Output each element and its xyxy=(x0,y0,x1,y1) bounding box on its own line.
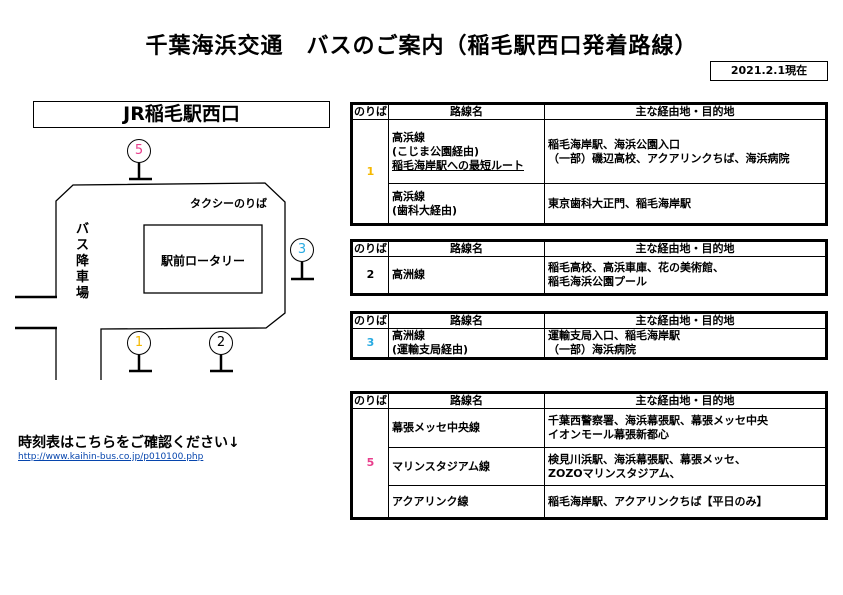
route-destinations: 千葉西警察署、海浜幕張駅、幕張メッセ中央イオンモール幕張新都心 xyxy=(544,408,827,448)
header-route: 路線名 xyxy=(388,392,545,409)
route-line: 幕張メッセ中央線 xyxy=(392,421,480,434)
route-line: アクアリンク線 xyxy=(392,494,469,508)
route-name: 高洲線(運輸支局経由) xyxy=(388,328,545,359)
route-destinations: 運輸支局入口、稲毛海岸駅（一部）海浜病院 xyxy=(544,328,827,359)
dest-line: 稲毛海岸駅、海浜公園入口 xyxy=(548,137,680,151)
route-note: 稲毛海岸駅への最短ルート xyxy=(392,158,524,172)
bus-dropoff-label: バス降車場 xyxy=(76,222,90,301)
stop-number: 3 xyxy=(351,328,389,359)
header-stop: のりば xyxy=(351,392,389,409)
rotary-box xyxy=(143,224,263,294)
header-dest: 主な経由地・目的地 xyxy=(544,312,827,329)
header-dest: 主な経由地・目的地 xyxy=(544,240,827,257)
dest-line: 運輸支局入口、稲毛海岸駅 xyxy=(548,329,680,342)
stop-1-table: のりば路線名主な経由地・目的地 1 高浜線(こじま公園経由)稲毛海岸駅への最短ル… xyxy=(350,102,828,226)
timetable-link[interactable]: http://www.kaihin-bus.co.jp/p010100.php xyxy=(18,452,204,462)
dest-line: 検見川浜駅、海浜幕張駅、幕張メッセ、 xyxy=(548,452,746,466)
road-outline xyxy=(55,182,286,380)
route-name: 高洲線 xyxy=(388,256,545,295)
stop-number: 5 xyxy=(351,408,389,519)
route-line: 高浜線 xyxy=(392,130,425,144)
route-line: (こじま公園経由) xyxy=(392,144,480,158)
route-destinations: 稲毛海岸駅、アクアリンクちば【平日のみ】 xyxy=(544,485,827,519)
bus-stop-1-marker: 1 xyxy=(127,331,151,355)
dest-line: 稲毛高校、高浜車庫、花の美術館、 xyxy=(548,261,724,274)
dest-line: 千葉西警察署、海浜幕張駅、幕張メッセ中央 xyxy=(548,414,768,427)
route-destinations: 稲毛高校、高浜車庫、花の美術館、稲毛海浜公園プール xyxy=(544,256,827,295)
station-name: JR稲毛駅西口 xyxy=(33,101,330,128)
dest-line: （一部）磯辺高校、アクアリンクちば、海浜病院 xyxy=(548,151,790,165)
rotary-label: 駅前ロータリー xyxy=(160,254,245,268)
header-route: 路線名 xyxy=(388,103,545,120)
dest-line: イオンモール幕張新都心 xyxy=(548,428,669,441)
route-line: (運輸支局経由) xyxy=(392,343,469,356)
route-line: 高洲線 xyxy=(392,329,425,342)
route-destinations: 検見川浜駅、海浜幕張駅、幕張メッセ、ZOZOマリンスタジアム、 xyxy=(544,447,827,486)
stop-number: 2 xyxy=(351,256,389,295)
stop-3-table: のりば路線名主な経由地・目的地 3 高洲線(運輸支局経由) 運輸支局入口、稲毛海… xyxy=(350,311,828,360)
bus-stop-2-marker: 2 xyxy=(209,331,233,355)
header-route: 路線名 xyxy=(388,240,545,257)
taxi-stand-label: タクシーのりば xyxy=(190,197,267,210)
route-line: 高浜線 xyxy=(392,189,425,203)
route-line: (歯科大経由) xyxy=(392,203,458,217)
dest-line: 稲毛海浜公園プール xyxy=(548,275,647,288)
page-title: 千葉海浜交通 バスのご案内（稲毛駅西口発着路線） xyxy=(145,34,698,59)
bus-stop-3-marker: 3 xyxy=(290,238,314,262)
dest-line: 稲毛海岸駅、アクアリンクちば【平日のみ】 xyxy=(548,494,768,508)
route-name: アクアリンク線 xyxy=(388,485,545,519)
route-name: 幕張メッセ中央線 xyxy=(388,408,545,448)
route-destinations: 東京歯科大正門、稲毛海岸駅 xyxy=(544,183,827,225)
as-of-date: 2021.2.1現在 xyxy=(710,61,828,81)
route-name: 高浜線(歯科大経由) xyxy=(388,183,545,225)
stop-number: 1 xyxy=(351,119,389,225)
header-stop: のりば xyxy=(351,103,389,120)
header-stop: のりば xyxy=(351,240,389,257)
header-route: 路線名 xyxy=(388,312,545,329)
dest-line: （一部）海浜病院 xyxy=(548,343,636,356)
route-line: マリンスタジアム線 xyxy=(392,459,491,473)
header-stop: のりば xyxy=(351,312,389,329)
dest-line: 東京歯科大正門、稲毛海岸駅 xyxy=(548,196,691,210)
timetable-note: 時刻表はこちらをご確認ください↓ xyxy=(18,435,240,451)
stop-2-table: のりば路線名主な経由地・目的地 2 高洲線 稲毛高校、高浜車庫、花の美術館、稲毛… xyxy=(350,239,828,296)
route-name: マリンスタジアム線 xyxy=(388,447,545,486)
stop-5-table: のりば路線名主な経由地・目的地 5 幕張メッセ中央線 千葉西警察署、海浜幕張駅、… xyxy=(350,391,828,520)
dest-line: ZOZOマリンスタジアム、 xyxy=(548,466,681,480)
route-name: 高浜線(こじま公園経由)稲毛海岸駅への最短ルート xyxy=(388,119,545,184)
bus-stop-5-marker: 5 xyxy=(127,139,151,163)
route-line: 高洲線 xyxy=(392,268,425,281)
header-dest: 主な経由地・目的地 xyxy=(544,103,827,120)
header-dest: 主な経由地・目的地 xyxy=(544,392,827,409)
route-destinations: 稲毛海岸駅、海浜公園入口（一部）磯辺高校、アクアリンクちば、海浜病院 xyxy=(544,119,827,184)
